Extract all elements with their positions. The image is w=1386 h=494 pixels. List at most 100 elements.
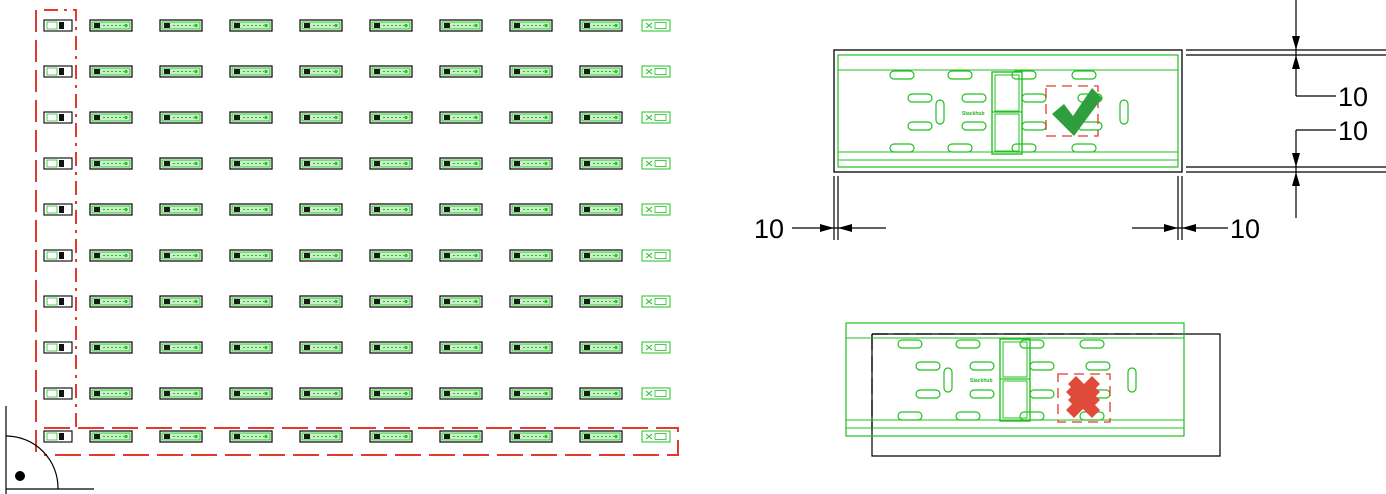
tray-module — [439, 341, 483, 354]
tray-module — [43, 19, 73, 32]
tray-module — [579, 387, 623, 400]
tray-module — [641, 341, 671, 354]
tray-module — [641, 157, 671, 170]
tray-module — [159, 430, 203, 443]
tray-module — [43, 65, 73, 78]
tray-module — [89, 65, 133, 78]
tray-module — [159, 157, 203, 170]
tray-module — [439, 249, 483, 262]
tray-module — [641, 249, 671, 262]
tray-module — [439, 111, 483, 124]
cross-mark-icon — [1066, 376, 1100, 418]
tray-module — [509, 203, 553, 216]
tray-label: Stackhub — [970, 378, 993, 384]
tray-module — [439, 65, 483, 78]
tray-module — [509, 341, 553, 354]
tray-module — [439, 203, 483, 216]
tray-module — [159, 65, 203, 78]
tray-module — [89, 157, 133, 170]
tray-module — [299, 203, 343, 216]
dimension-label-top: 10 — [1338, 82, 1368, 112]
tray-module — [43, 341, 73, 354]
layout-grid — [43, 19, 671, 443]
tray-module — [89, 295, 133, 308]
tray-module — [509, 249, 553, 262]
tray-module — [369, 387, 413, 400]
tray-module — [43, 430, 73, 443]
tray-module — [509, 430, 553, 443]
tray-module — [579, 203, 623, 216]
tray-module — [579, 295, 623, 308]
tray-module — [159, 249, 203, 262]
tray-module — [229, 19, 273, 32]
tray-module — [159, 19, 203, 32]
tray-module — [299, 65, 343, 78]
tray-module — [43, 203, 73, 216]
tray-module — [43, 157, 73, 170]
tray-module — [509, 387, 553, 400]
tray-module — [369, 430, 413, 443]
tray-module — [439, 19, 483, 32]
tray-module — [299, 430, 343, 443]
tray-module — [369, 157, 413, 170]
tray-module — [579, 341, 623, 354]
tray-module — [229, 249, 273, 262]
tray-module — [641, 19, 671, 32]
incorrect-placement-example: Stackhub — [845, 322, 1221, 457]
tray-module — [579, 111, 623, 124]
tray-module — [509, 111, 553, 124]
origin-dot — [15, 471, 25, 481]
tray-module — [159, 341, 203, 354]
tray-module — [229, 341, 273, 354]
tray-module — [43, 111, 73, 124]
tray-module — [579, 19, 623, 32]
tray-module — [369, 65, 413, 78]
tray-module — [229, 295, 273, 308]
tray-module — [229, 111, 273, 124]
tray-module — [89, 111, 133, 124]
tray-module — [229, 203, 273, 216]
tray-module — [89, 430, 133, 443]
tray-module — [369, 295, 413, 308]
dimension-label-right: 10 — [1338, 116, 1368, 146]
tray-module — [43, 295, 73, 308]
tray-module — [439, 295, 483, 308]
tray-module — [641, 387, 671, 400]
tray-module — [299, 387, 343, 400]
tray-module — [89, 249, 133, 262]
tray-module — [299, 249, 343, 262]
focus-box — [1057, 373, 1111, 423]
tray-module — [159, 295, 203, 308]
tray-module — [89, 19, 133, 32]
tray-module — [89, 341, 133, 354]
tray-module — [641, 295, 671, 308]
tray-module — [229, 157, 273, 170]
tray-module — [579, 157, 623, 170]
tray-module — [439, 387, 483, 400]
tray-module — [641, 430, 671, 443]
tray-module — [229, 430, 273, 443]
tray-module — [509, 19, 553, 32]
tray-module — [299, 19, 343, 32]
tray-module — [509, 295, 553, 308]
tray-module — [369, 341, 413, 354]
tray-module — [299, 111, 343, 124]
corner-origin-symbol — [5, 406, 94, 494]
dimension-label-bottom: 10 — [1230, 214, 1260, 244]
tray-module — [229, 387, 273, 400]
tray-label: Stackhub — [962, 111, 985, 117]
tray-module — [439, 157, 483, 170]
dimension-label-left: 10 — [754, 214, 784, 244]
tray-module — [159, 387, 203, 400]
tray-module — [159, 111, 203, 124]
tray-module — [439, 430, 483, 443]
tray-module — [89, 203, 133, 216]
tray-module — [641, 65, 671, 78]
tray-module — [299, 341, 343, 354]
tray-module — [509, 157, 553, 170]
tray-module — [579, 430, 623, 443]
tray-module — [641, 203, 671, 216]
tray-module — [641, 111, 671, 124]
tray-module — [229, 65, 273, 78]
